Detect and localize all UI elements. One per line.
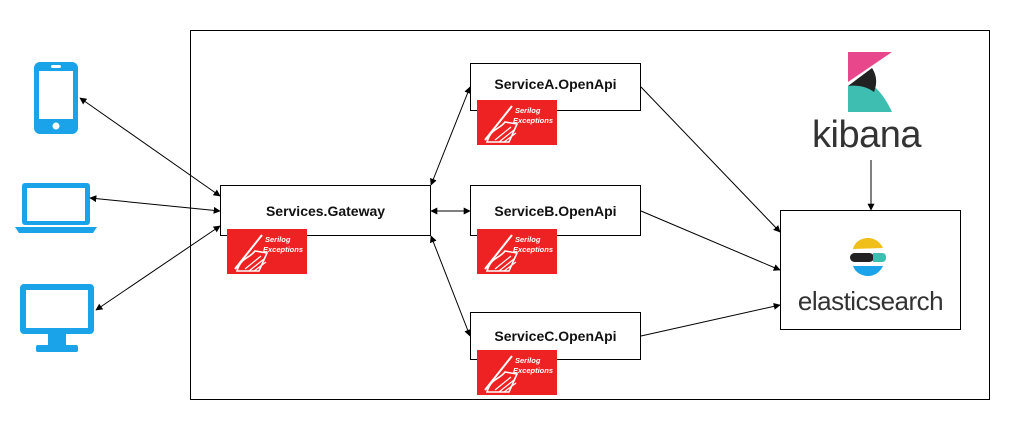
edge-phone-gateway [79,97,221,197]
service-c-label: ServiceC.OpenApi [494,328,617,344]
edge-service-c-elasticsearch [640,302,781,337]
edge-service-a-elasticsearch [640,86,781,233]
laptop-icon [15,183,97,233]
smartphone-icon [34,62,78,134]
badge-subtitle: Exceptions [513,366,554,375]
service-a-label: ServiceA.OpenApi [494,76,617,92]
edge-gateway-service-c [430,235,471,337]
desktop-monitor-icon [20,284,94,352]
badge-title: Serilog [265,235,291,244]
badge-subtitle: Exceptions [263,245,304,254]
service-b-node: ServiceB.OpenApi [470,185,641,236]
gateway-node: Services.Gateway [220,185,431,236]
serilog-badge-service-a: Serilog Exceptions [477,100,557,145]
quill-icon [484,234,519,272]
gateway-label: Services.Gateway [265,202,386,219]
serilog-badge-gateway: Serilog Exceptions [227,229,307,274]
edge-desktop-gateway [95,225,221,311]
badge-title: Serilog [515,235,541,244]
system-boundary [190,30,990,400]
serilog-badge-service-c: Serilog Exceptions [477,350,557,395]
quill-icon [484,105,519,143]
quill-icon [484,355,519,393]
badge-title: Serilog [515,356,541,365]
kibana-label: kibana [812,114,921,156]
service-b-label: ServiceB.OpenApi [494,202,617,219]
edge-service-b-elasticsearch [640,210,781,271]
edge-gateway-service-a [430,86,471,186]
elasticsearch-node: elasticsearch [780,210,961,330]
badge-subtitle: Exceptions [513,116,554,125]
serilog-badge-service-b: Serilog Exceptions [477,229,557,274]
elasticsearch-logo-icon [850,238,886,276]
kibana-logo-icon [848,52,892,112]
badge-subtitle: Exceptions [513,245,554,254]
elasticsearch-label: elasticsearch [797,286,944,316]
quill-icon [234,234,269,272]
badge-title: Serilog [515,106,541,115]
edge-laptop-gateway [89,195,221,214]
